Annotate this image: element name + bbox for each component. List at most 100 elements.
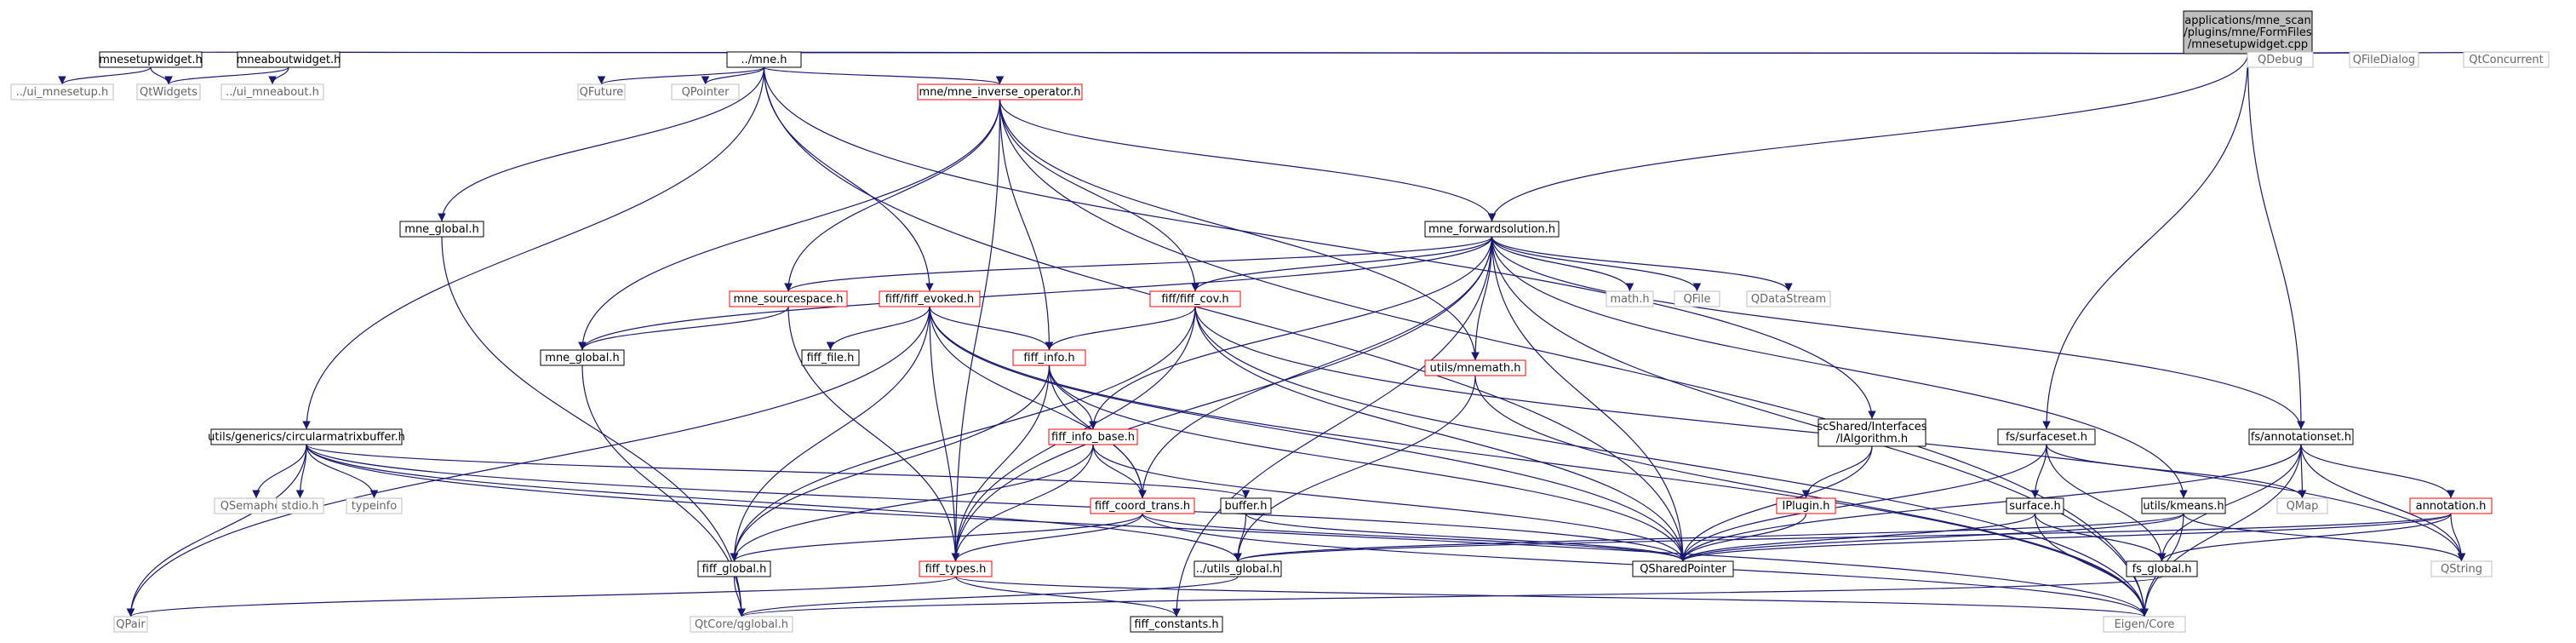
node-label: QDataStream xyxy=(1751,293,1826,306)
node-n24[interactable]: utils/mnemath.h xyxy=(1424,359,1526,376)
edge-n14-n48 xyxy=(1172,236,1493,617)
node-n7[interactable]: ../ui_mnesetup.h xyxy=(10,83,114,100)
node-n10[interactable]: QFuture xyxy=(577,83,626,100)
node-box xyxy=(2247,51,2314,68)
node-box xyxy=(2430,560,2493,577)
node-n44[interactable]: fs_global.h xyxy=(2126,560,2198,577)
node-n39[interactable]: utils/kmeans.h xyxy=(2141,497,2226,514)
node-n33[interactable]: fiff_coord_trans.h xyxy=(1090,497,1195,514)
node-n43[interactable]: QSharedPointer xyxy=(1632,560,1734,577)
node-n14[interactable]: mne_forwardsolution.h xyxy=(1424,221,1560,238)
node-n13[interactable]: mne_global.h xyxy=(399,221,484,238)
node-n1[interactable]: mnesetupwidget.h xyxy=(99,51,203,68)
edge-n24-n42 xyxy=(1234,375,1476,562)
node-n38[interactable]: annotation.h xyxy=(2409,497,2493,514)
node-n16[interactable]: fiff/fiff_evoked.h xyxy=(879,290,981,307)
edge-n17-n49 xyxy=(1194,306,2149,617)
edge-n12-n17 xyxy=(999,99,1199,292)
edge-n34-n43 xyxy=(1245,513,1687,562)
node-n31[interactable]: stdio.h xyxy=(276,497,324,514)
node-label: /mnesetupwidget.cpp xyxy=(2188,38,2308,51)
node-n3[interactable]: ../mne.h xyxy=(726,51,802,68)
node-label: surface.h xyxy=(2009,500,2060,513)
node-label: IPlugin.h xyxy=(1783,500,1830,513)
node-n28[interactable]: fs/surfaceset.h xyxy=(1997,428,2096,445)
edge-n16-n43 xyxy=(929,306,1687,562)
node-label: ../ui_mnesetup.h xyxy=(16,86,109,99)
edge-n14-n26 xyxy=(1089,236,1493,430)
edge-n14-n21 xyxy=(578,236,1493,351)
edge-n14-n41 xyxy=(951,236,1493,562)
node-n37[interactable]: QMap xyxy=(2276,497,2328,514)
node-label: fiff_info.h xyxy=(1023,352,1074,365)
node-label: fiff_info_base.h xyxy=(1051,431,1135,444)
edge-n41-n48 xyxy=(954,576,1181,617)
edge-n25-n34 xyxy=(306,444,1250,499)
node-n41[interactable]: fiff_types.h xyxy=(919,560,993,577)
edges-layer xyxy=(58,51,2508,617)
edge-n23-n40 xyxy=(730,365,1050,562)
edge-n12-n21 xyxy=(578,99,1001,351)
node-n8[interactable]: QtWidgets xyxy=(136,83,201,100)
node-label: mne_global.h xyxy=(545,352,619,365)
node-n46[interactable]: QPair xyxy=(113,616,148,633)
node-box xyxy=(2141,497,2226,514)
node-n23[interactable]: fiff_info.h xyxy=(1012,349,1086,366)
edge-n14-n20 xyxy=(1491,236,1793,292)
node-n35[interactable]: IPlugin.h xyxy=(1776,497,1836,514)
node-n17[interactable]: fiff/fiff_cov.h xyxy=(1149,290,1241,307)
node-n11[interactable]: QPointer xyxy=(671,83,740,100)
node-label: stdio.h xyxy=(282,500,319,513)
edge-n39-n43 xyxy=(1679,513,2184,562)
node-label: QPair xyxy=(116,618,146,631)
edge-n23-n41 xyxy=(951,365,1050,562)
node-n36[interactable]: surface.h xyxy=(2006,497,2064,514)
node-label: fs_global.h xyxy=(2132,563,2192,576)
edge-n0-n29 xyxy=(2247,53,2305,430)
node-n48[interactable]: fiff_constants.h xyxy=(1130,616,1223,633)
node-box xyxy=(1130,616,1223,633)
node-n47[interactable]: QtCore/qglobal.h xyxy=(690,616,793,633)
node-n26[interactable]: fiff_info_base.h xyxy=(1048,428,1138,445)
node-n42[interactable]: ../utils_global.h xyxy=(1194,560,1282,577)
node-box xyxy=(113,616,148,633)
node-n49[interactable]: Eigen/Core xyxy=(2103,616,2186,633)
edge-n26-n40 xyxy=(730,444,1094,562)
node-label: mne/mne_inverse_operator.h xyxy=(919,86,1081,99)
edge-n12-n23 xyxy=(999,99,1054,351)
node-n40[interactable]: fiff_global.h xyxy=(697,560,771,577)
node-label: QFileDialog xyxy=(2353,54,2415,66)
node-n22[interactable]: fiff_file.h xyxy=(801,349,860,366)
node-n4[interactable]: QDebug xyxy=(2247,51,2314,68)
node-box xyxy=(1776,497,1836,514)
node-box xyxy=(2349,51,2419,68)
node-n18[interactable]: math.h xyxy=(1606,290,1654,307)
node-n12[interactable]: mne/mne_inverse_operator.h xyxy=(917,83,1083,100)
edge-n17-n40 xyxy=(730,306,1196,562)
node-n9[interactable]: ../ui_mneabout.h xyxy=(220,83,324,100)
edge-n1-n7 xyxy=(58,66,152,85)
node-n21[interactable]: mne_global.h xyxy=(540,349,625,366)
node-box xyxy=(99,51,203,68)
edge-n29-n44 xyxy=(2157,444,2302,562)
edge-n17-n23 xyxy=(1045,306,1196,351)
node-n27[interactable]: scShared/Interfaces/IAlgorithm.h xyxy=(1817,418,1927,447)
node-n6[interactable]: QtConcurrent xyxy=(2463,51,2550,68)
node-box xyxy=(1424,359,1526,376)
node-n15[interactable]: mne_sourcespace.h xyxy=(729,290,848,307)
node-label: mneaboutwidget.h xyxy=(237,54,341,66)
edge-n16-n41 xyxy=(929,306,960,562)
node-n45[interactable]: QString xyxy=(2430,560,2493,577)
edge-n41-n49 xyxy=(954,576,2149,617)
node-box xyxy=(1149,290,1241,307)
node-n29[interactable]: fs/annotationset.h xyxy=(2248,428,2354,445)
node-n5[interactable]: QFileDialog xyxy=(2349,51,2419,68)
node-n25[interactable]: utils/generics/circularmatrixbuffer.h xyxy=(208,428,405,445)
edge-n29-n45 xyxy=(2300,444,2466,562)
node-n19[interactable]: QFile xyxy=(1674,290,1720,307)
node-n32[interactable]: typeinfo xyxy=(346,497,403,514)
node-n20[interactable]: QDataStream xyxy=(1746,290,1831,307)
node-n34[interactable]: buffer.h xyxy=(1220,497,1272,514)
node-n2[interactable]: mneaboutwidget.h xyxy=(237,51,341,68)
edge-n35-n43 xyxy=(1679,513,1807,562)
